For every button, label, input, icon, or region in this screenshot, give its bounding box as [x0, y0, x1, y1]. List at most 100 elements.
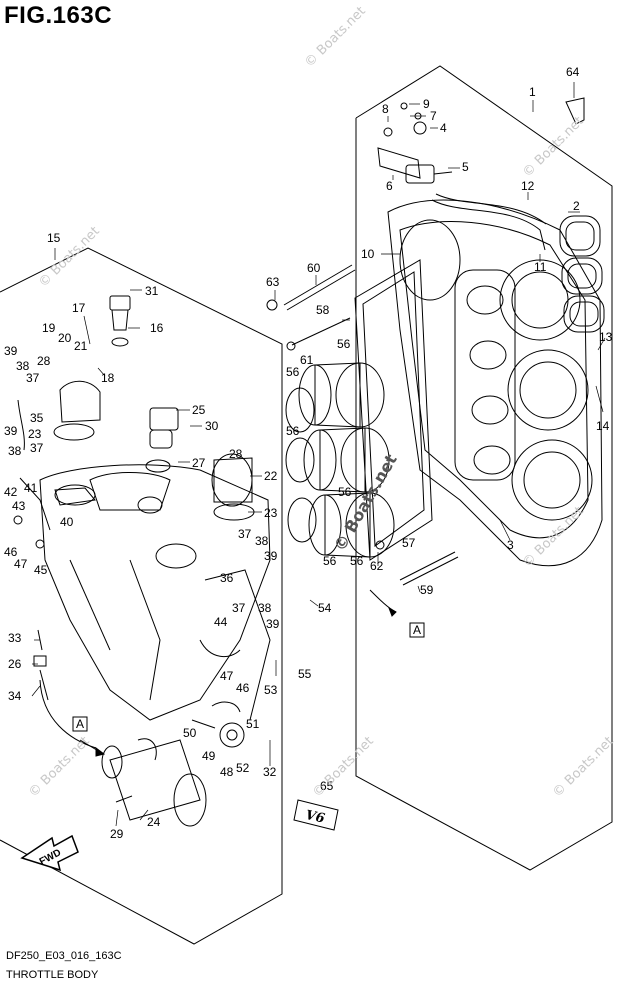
- callout-53: 53: [264, 683, 278, 697]
- callout-17: 17: [72, 301, 86, 315]
- leader-lines: [31, 82, 606, 827]
- fwd-arrow: FWD: [20, 834, 79, 872]
- callout-41: 41: [24, 481, 38, 495]
- callout-46a: 46: [4, 545, 18, 559]
- long-bolts: [266, 264, 459, 586]
- callout-64: 64: [566, 65, 580, 79]
- callout-9: 9: [423, 97, 430, 111]
- callout-38a: 38: [16, 359, 30, 373]
- callout-13: 13: [599, 330, 613, 344]
- ref-label-left: A: [72, 716, 88, 732]
- callout-56e: 56: [323, 554, 337, 568]
- callout-62: 62: [370, 559, 384, 573]
- callout-55: 55: [298, 667, 312, 681]
- callout-14: 14: [596, 419, 610, 433]
- callout-56c: 56: [286, 424, 300, 438]
- callout-24: 24: [147, 815, 161, 829]
- callout-10: 10: [361, 247, 375, 261]
- callout-63: 63: [266, 275, 280, 289]
- callout-57: 57: [402, 536, 416, 550]
- callout-28: 28: [229, 447, 243, 461]
- callout-19: 19: [42, 321, 56, 335]
- callout-42: 42: [4, 485, 18, 499]
- figure-caption: THROTTLE BODY: [6, 969, 99, 981]
- callout-3: 3: [507, 538, 514, 552]
- callout-37b: 37: [30, 441, 44, 455]
- callout-50: 50: [183, 726, 197, 740]
- silencer: [101, 738, 207, 827]
- figure-code: DF250_E03_016_163C: [6, 950, 122, 962]
- callout-18: 18: [101, 371, 115, 385]
- callout-38b: 38: [8, 444, 22, 458]
- callout-1: 1: [529, 85, 536, 99]
- intake-manifold: [354, 193, 605, 567]
- callout-31: 31: [145, 284, 159, 298]
- callout-33: 33: [8, 631, 22, 645]
- throttle-box-outline: [0, 247, 283, 945]
- callout-38d: 38: [258, 601, 272, 615]
- callout-27: 27: [192, 456, 206, 470]
- callout-8: 8: [382, 102, 389, 116]
- callout-numbers: 1 2 3 4 5 6 7 8 9 10 11 12 13 14 15 16 1…: [4, 65, 613, 841]
- callout-51: 51: [246, 717, 260, 731]
- callout-59: 59: [420, 583, 434, 597]
- callout-7: 7: [430, 109, 437, 123]
- callout-44: 44: [214, 615, 228, 629]
- callout-39a: 39: [4, 344, 18, 358]
- gasket-2: [559, 215, 605, 333]
- ref-label-right-text: A: [413, 623, 421, 637]
- callout-60: 60: [307, 261, 321, 275]
- callout-6: 6: [386, 179, 393, 193]
- callout-56b: 56: [286, 365, 300, 379]
- callout-15: 15: [47, 231, 61, 245]
- callout-23: 23: [264, 506, 278, 520]
- callout-20: 20: [58, 331, 72, 345]
- callout-37d: 37: [232, 601, 246, 615]
- sensor-bracket: [377, 97, 585, 184]
- callout-56f: 56: [350, 554, 364, 568]
- callout-39b: 39: [4, 424, 18, 438]
- ref-label-left-text: A: [76, 717, 84, 731]
- throttle-housing: [13, 295, 271, 827]
- callout-37c: 37: [238, 527, 252, 541]
- callout-58: 58: [316, 303, 330, 317]
- throttle-bodies: [285, 362, 395, 558]
- callout-39d: 39: [266, 617, 280, 631]
- ref-arrows: [79, 589, 397, 757]
- callout-56a: 56: [337, 337, 351, 351]
- callout-52: 52: [236, 761, 250, 775]
- callout-65: 65: [320, 779, 334, 793]
- callout-35: 35: [30, 411, 44, 425]
- callout-47a: 47: [14, 557, 28, 571]
- callout-2: 2: [573, 199, 580, 213]
- callout-48: 48: [220, 765, 234, 779]
- callout-25: 25: [192, 403, 206, 417]
- callout-11: 11: [534, 260, 547, 274]
- callout-46b: 46: [236, 681, 250, 695]
- callout-36: 36: [220, 571, 234, 585]
- callout-22: 22: [264, 469, 278, 483]
- intake-box-outline: [355, 65, 613, 871]
- callout-32: 32: [263, 765, 277, 779]
- callout-34: 34: [8, 689, 22, 703]
- callout-38c: 38: [255, 534, 269, 548]
- callout-5: 5: [462, 160, 469, 174]
- callout-39c: 39: [264, 549, 278, 563]
- callout-54: 54: [318, 601, 332, 615]
- callout-61: 61: [300, 353, 314, 367]
- callout-23b: 23: [28, 427, 42, 441]
- figure-title: FIG.163C: [4, 2, 113, 29]
- callout-40: 40: [60, 515, 74, 529]
- callout-56d: 56: [338, 485, 352, 499]
- callout-12: 12: [521, 179, 535, 193]
- v6-emblem: V6: [293, 799, 339, 831]
- v6-emblem-text: V6: [304, 808, 326, 827]
- callout-4: 4: [440, 121, 447, 135]
- callout-49: 49: [202, 749, 216, 763]
- callout-47b: 47: [220, 669, 234, 683]
- ref-label-right: A: [409, 622, 425, 638]
- callout-45: 45: [34, 563, 48, 577]
- callout-29: 29: [110, 827, 124, 841]
